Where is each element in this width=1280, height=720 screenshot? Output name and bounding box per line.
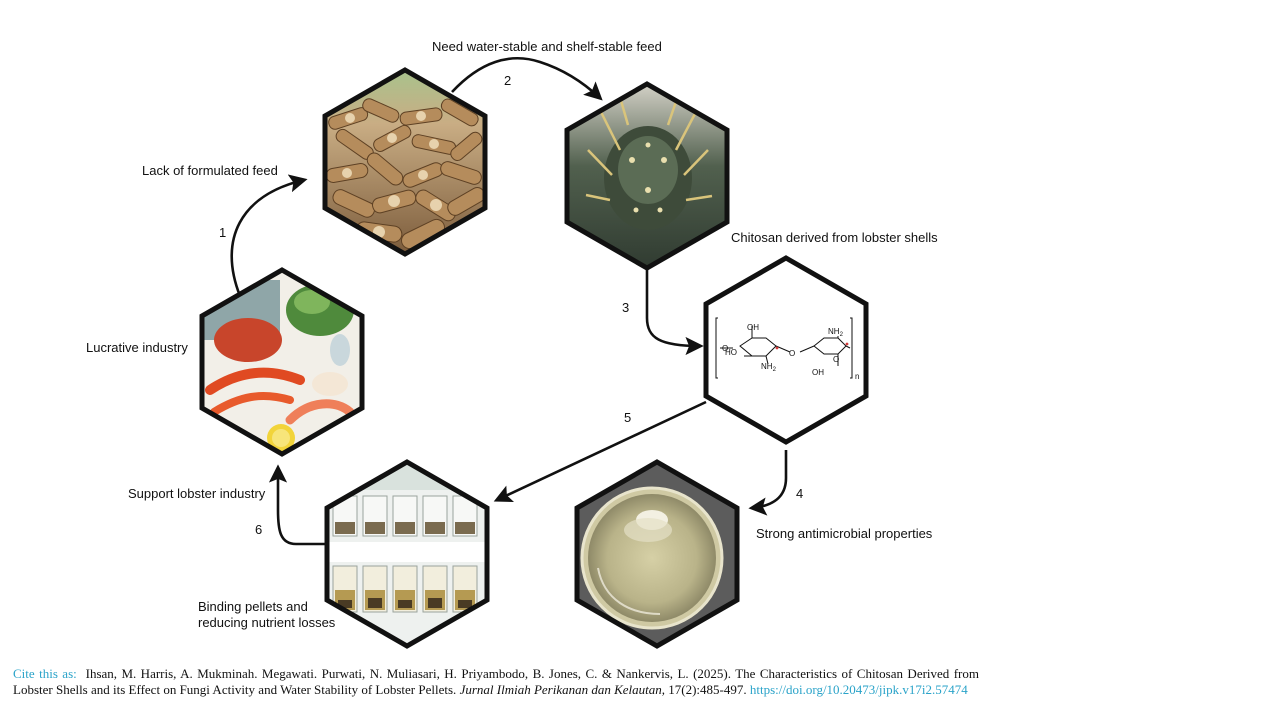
chitosan-bond-marks (775, 342, 849, 350)
step-number-2: 2 (504, 73, 511, 88)
label-antimicrobial: Strong antimicrobial properties (756, 526, 933, 541)
label-lack-of-feed: Lack of formulated feed (142, 163, 278, 178)
step-number-6: 6 (255, 522, 262, 537)
chem-o-ring: O (833, 355, 839, 364)
chem-nh2-bottom: NH2 (761, 362, 777, 373)
chitosan-molecule (715, 317, 853, 379)
citation-block: Cite this as: Ihsan, M. Harris, A. Mukmi… (13, 666, 979, 698)
label-binding-line2: reducing nutrient losses (198, 615, 336, 630)
arrow-4 (748, 450, 788, 516)
arrow-3 (645, 268, 704, 356)
chem-nh2-top: NH2 (828, 327, 844, 338)
arrow-6 (268, 464, 326, 546)
label-binding-line1: Binding pellets and (198, 599, 308, 614)
arrow-5 (493, 400, 707, 503)
label-chitosan-source: Chitosan derived from lobster shells (731, 230, 938, 245)
beakers-hexagon (324, 459, 490, 649)
arrow-2 (451, 56, 603, 101)
label-lucrative-industry: Lucrative industry (86, 340, 188, 355)
chem-o-left: O (722, 344, 728, 353)
citation-journal: Jurnal Ilmiah Perikanan dan Kelautan, (459, 682, 666, 697)
step-number-5: 5 (624, 410, 631, 425)
step-number-4: 4 (796, 486, 803, 501)
lobster-hexagon (564, 81, 730, 271)
chem-ho-left: HO (725, 348, 737, 357)
petri-dish-hexagon (574, 459, 740, 649)
step-number-3: 3 (622, 300, 629, 315)
pellets-hexagon (322, 67, 488, 257)
step-number-1: 1 (219, 225, 226, 240)
arrow-1 (230, 174, 308, 297)
label-need-feed: Need water-stable and shelf-stable feed (432, 39, 662, 54)
citation-doi-link[interactable]: https://doi.org/10.20473/jipk.v17i2.5747… (749, 682, 968, 697)
citation-authors: Ihsan, M. Harris, A. Mukminah. Megawati.… (13, 666, 979, 697)
chitosan-structure-hexagon: OH HO O NH2 O NH2 O OH n (703, 255, 869, 445)
seafood-hexagon (199, 267, 365, 457)
label-support-industry: Support lobster industry (128, 486, 266, 501)
chem-n-subscript: n (855, 372, 859, 381)
chem-oh-top: OH (747, 323, 759, 332)
citation-heading: Cite this as: (13, 666, 77, 681)
chem-oh-bottom: OH (812, 368, 824, 377)
citation-pages: 17(2):485-497. (668, 682, 747, 697)
chem-o-bridge: O (789, 349, 795, 358)
